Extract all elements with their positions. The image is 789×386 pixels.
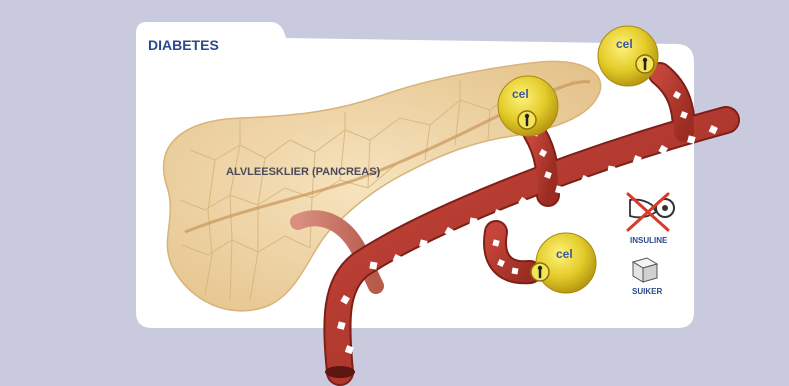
- cell-1-label: cel: [512, 87, 529, 101]
- legend-insulin-label: INSULINE: [630, 236, 668, 245]
- legend-sugar-label: SUIKER: [632, 287, 662, 296]
- cell-1: [498, 76, 558, 136]
- diagram-title: DIABETES: [148, 37, 219, 53]
- cell-2-label: cel: [616, 37, 633, 51]
- cell-2: [598, 26, 658, 86]
- sugar-cube-icon: [633, 258, 657, 282]
- pancreas-label: ALVLEESKLIER (PANCREAS): [226, 166, 381, 178]
- cell-3-label: cel: [556, 247, 573, 261]
